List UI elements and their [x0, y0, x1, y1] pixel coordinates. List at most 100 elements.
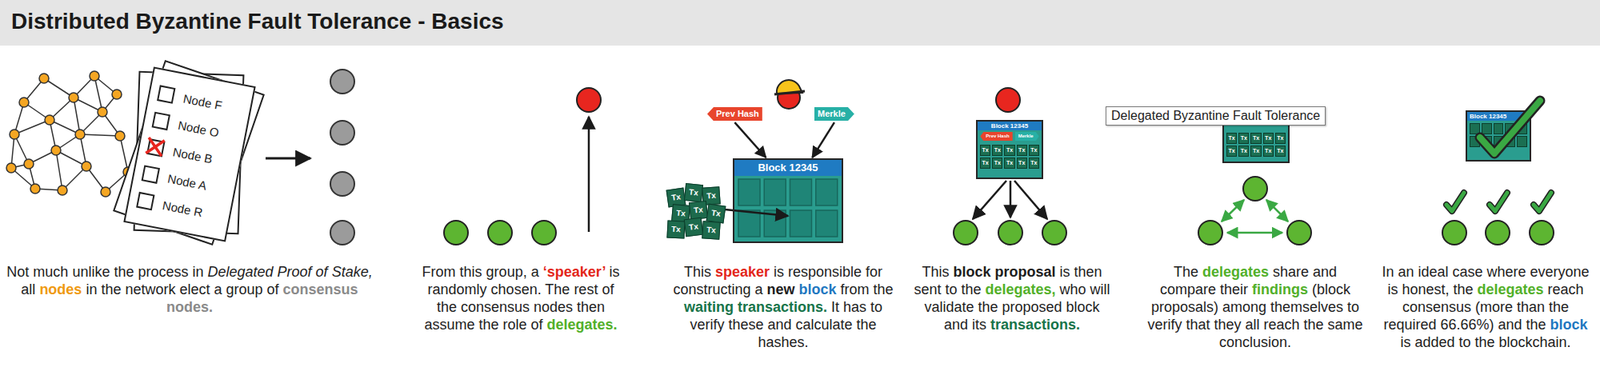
block-title: Block 12345 [991, 122, 1028, 130]
network-node [19, 97, 29, 108]
caption: From this group, a ‘speaker’ is randomly… [418, 264, 624, 335]
delegate-nodes [1198, 176, 1312, 245]
node-name: Node O [176, 117, 220, 140]
network-node [112, 89, 122, 100]
network-node [44, 115, 55, 125]
tx-grid: TxTxTxTxTxTxTxTxTxTx [1224, 131, 1288, 159]
block-body [734, 174, 842, 242]
arrow [265, 157, 311, 160]
node-name: Node A [166, 171, 208, 192]
checkbox [152, 112, 171, 131]
transaction-label: Tx [1018, 160, 1025, 166]
network-node [57, 185, 68, 196]
transaction-label: Tx [676, 208, 687, 219]
network-node [9, 129, 20, 140]
checkbox [146, 138, 165, 157]
connector-arrow [812, 122, 835, 158]
ballot-paper: Node F Node O Node B Node ANode R [123, 66, 256, 242]
block-proposal: Block 12345Prev HashMerkleTxTxTxTxTxTxTx… [976, 120, 1044, 180]
tx-cell: Tx [1028, 157, 1040, 169]
block-header: Block 12345 [977, 121, 1042, 131]
network-graph [6, 71, 133, 197]
arrow [588, 116, 591, 232]
network-node [6, 163, 16, 173]
transaction-cube: Tx [684, 183, 704, 203]
tag-label: Merkle [1018, 133, 1034, 139]
network-node [100, 187, 111, 197]
speaker-with-hat [774, 80, 805, 109]
caption: This speaker is responsible for construc… [668, 264, 898, 352]
transaction-label: Tx [982, 147, 989, 153]
tx-cell [1493, 123, 1504, 135]
check-marks [1446, 192, 1552, 212]
transaction-label: Tx [688, 187, 700, 197]
title-bar: Distributed Byzantine Fault Tolerance - … [0, 0, 1600, 46]
checkbox [136, 192, 155, 211]
transaction-label: Tx [1030, 160, 1037, 166]
transaction-cube: Tx [666, 220, 685, 239]
tx-cell [1504, 123, 1516, 135]
block-cell [790, 210, 812, 237]
caption: Not much unlike the process in Delegated… [4, 264, 375, 317]
tag-label: Prev Hash [716, 108, 760, 119]
block-cell [738, 210, 760, 237]
transaction-label: Tx [1276, 148, 1284, 154]
tx-cell [1504, 136, 1516, 148]
network-node [30, 184, 40, 194]
checklist-row: Node R [135, 186, 224, 230]
tx-cell: Tx [1238, 132, 1249, 144]
checkbox [156, 84, 176, 104]
network-link [14, 120, 50, 135]
tx-cell: Tx [980, 144, 991, 156]
delegate-nodes [953, 220, 1067, 245]
tx-cell: Tx [1226, 132, 1237, 144]
network-node [51, 145, 61, 156]
proposal-arrows [972, 180, 1048, 220]
transaction-label: Tx [1228, 135, 1236, 141]
transaction-label: Tx [1030, 147, 1037, 153]
node-name: Node F [182, 91, 224, 112]
tx-cell: Tx [992, 157, 1003, 169]
tx-cell: Tx [980, 157, 991, 169]
cross-mark [144, 136, 167, 159]
transaction-label: Tx [688, 221, 699, 232]
tag-label: Merkle [817, 108, 846, 119]
node-name: Node B [172, 144, 214, 166]
transaction-cube: Tx [684, 217, 704, 238]
paper-sheet [113, 60, 264, 245]
transaction-label: Tx [706, 191, 716, 201]
merkle-tag: Merkle [814, 107, 855, 121]
tx-cell: Tx [1238, 145, 1249, 157]
tx-cell: Tx [1250, 132, 1261, 144]
transaction-label: Tx [671, 224, 681, 235]
network-link [80, 134, 120, 136]
speaker-node [996, 88, 1020, 112]
tooltip-text: Delegated Byzantine Fault Tolerance [1111, 108, 1320, 123]
tx-cell [1481, 123, 1492, 135]
transaction-label: Tx [994, 147, 1001, 153]
network-link [56, 150, 63, 191]
prev-hash-tag: Prev Hash [980, 132, 1012, 141]
exchange-arrows [1221, 200, 1288, 233]
speaker-node [576, 88, 601, 112]
network-node [75, 129, 85, 140]
network-node [24, 159, 34, 169]
tx-cell: Tx [992, 144, 1003, 156]
tx-cell: Tx [1226, 145, 1237, 157]
connector-arrow [734, 122, 766, 158]
network-link [120, 136, 128, 172]
transaction-label: Tx [982, 160, 989, 166]
transaction-label: Tx [1228, 148, 1236, 154]
tx-cell: Tx [1028, 144, 1040, 156]
transaction-label: Tx [1276, 135, 1284, 141]
merkle-tag: Merkle [1015, 132, 1040, 141]
block-cell [816, 179, 838, 206]
tx-cell [1469, 136, 1480, 148]
transaction-label: Tx [1240, 135, 1248, 141]
tx-cell: Tx [1250, 145, 1261, 157]
block-proposal: TxTxTxTxTxTxTxTxTxTx [1222, 120, 1290, 164]
transaction-label: Tx [1240, 148, 1248, 154]
transaction-label: Tx [670, 192, 681, 203]
checkbox [141, 164, 160, 184]
network-node [97, 107, 108, 117]
